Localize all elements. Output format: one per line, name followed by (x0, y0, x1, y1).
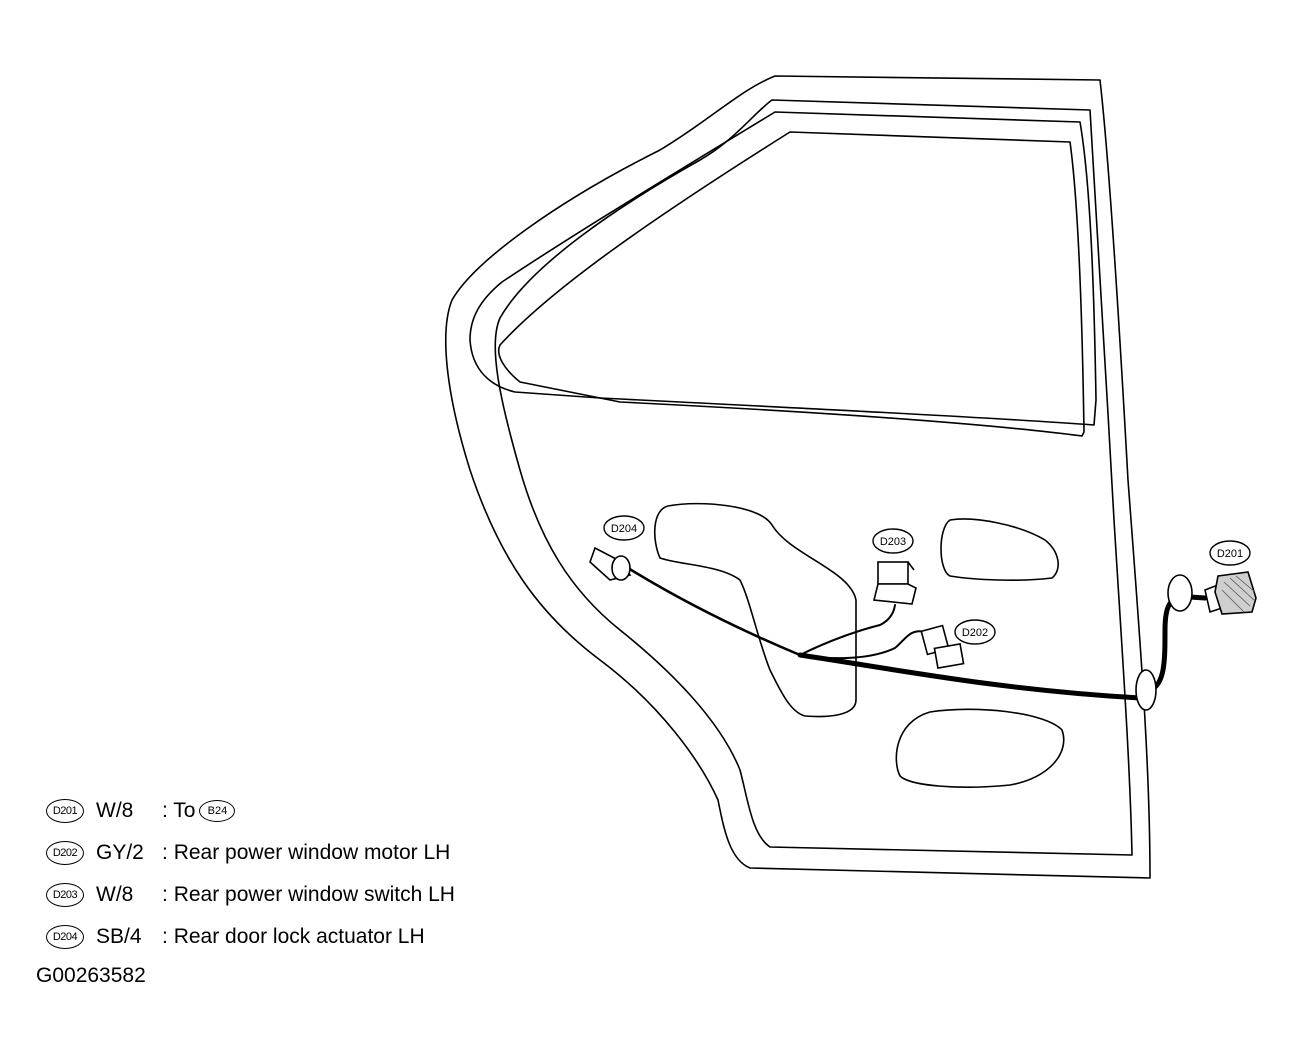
harness-branch-d203 (799, 604, 896, 656)
legend-description-text: Rear door lock actuator LH (173, 925, 425, 948)
legend-colon: : (162, 841, 168, 864)
window-frame (469, 111, 1097, 426)
legend-wire-spec: SB/4 (96, 925, 142, 948)
legend-colon: : To (162, 799, 196, 822)
callout-d201: D201 (1209, 540, 1251, 566)
legend-description: : Rear power window switch LH (162, 874, 455, 916)
connector-d201 (1204, 571, 1257, 615)
service-hole-lower (895, 708, 1065, 788)
service-hole-large (653, 502, 857, 718)
door-inner-flange (494, 99, 1133, 856)
legend-connector-tag: D202 (46, 841, 84, 865)
callout-d203-text: D203 (880, 536, 906, 548)
legend-connector-tag: D201 (46, 799, 84, 823)
harness-branch-d202 (799, 630, 926, 660)
legend-target-tag: B24 (199, 800, 236, 823)
legend-description: : Rear power window motor LH (162, 832, 450, 874)
legend-description-text: Rear power window switch LH (173, 883, 455, 906)
callout-d201-text: D201 (1217, 548, 1243, 560)
legend-connector-tag: D203 (46, 883, 84, 907)
legend-description: : Rear door lock actuator LH (162, 916, 425, 958)
harness-branch-d204 (626, 566, 802, 657)
callout-d202-text: D202 (962, 627, 988, 639)
legend-colon: : (162, 925, 168, 948)
grommet-upper (1167, 574, 1193, 612)
figure-id: G00263582 (36, 964, 146, 987)
connector-d203 (873, 561, 917, 605)
legend-wire-spec: W/8 (96, 883, 134, 906)
callout-d202: D202 (954, 619, 996, 645)
window-glass-opening (498, 131, 1085, 437)
legend-colon: : (162, 883, 168, 906)
legend-description-text: Rear power window motor LH (173, 841, 451, 864)
legend-wire-spec: W/8 (96, 799, 134, 822)
harness-main-trunk (797, 652, 1143, 701)
grommet-lower (1135, 669, 1157, 711)
legend-wire-spec: GY/2 (96, 841, 144, 864)
callout-d204: D204 (603, 515, 645, 541)
connector-d204 (589, 546, 632, 581)
door-outline (444, 75, 1151, 879)
connector-d202 (920, 624, 965, 670)
callout-d204-text: D204 (611, 523, 637, 535)
legend-connector-tag: D204 (46, 925, 84, 949)
service-hole-upper-right (940, 518, 1059, 581)
callout-d203: D203 (872, 528, 914, 554)
